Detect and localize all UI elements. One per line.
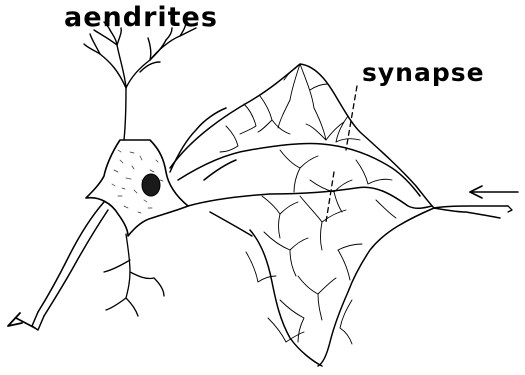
synaptic-arbor: [170, 64, 500, 366]
dendrites-label: aendrites: [64, 2, 218, 33]
synapse-label: synapse: [362, 58, 485, 87]
synaptic-terminal-branches: [220, 64, 396, 344]
lower-dendrites: [104, 234, 164, 316]
axon: [16, 202, 108, 330]
nucleus: [142, 174, 160, 196]
incoming-axon: [434, 206, 512, 212]
incoming-arrow-icon: [470, 186, 518, 198]
dendrite-tree: [84, 22, 196, 140]
